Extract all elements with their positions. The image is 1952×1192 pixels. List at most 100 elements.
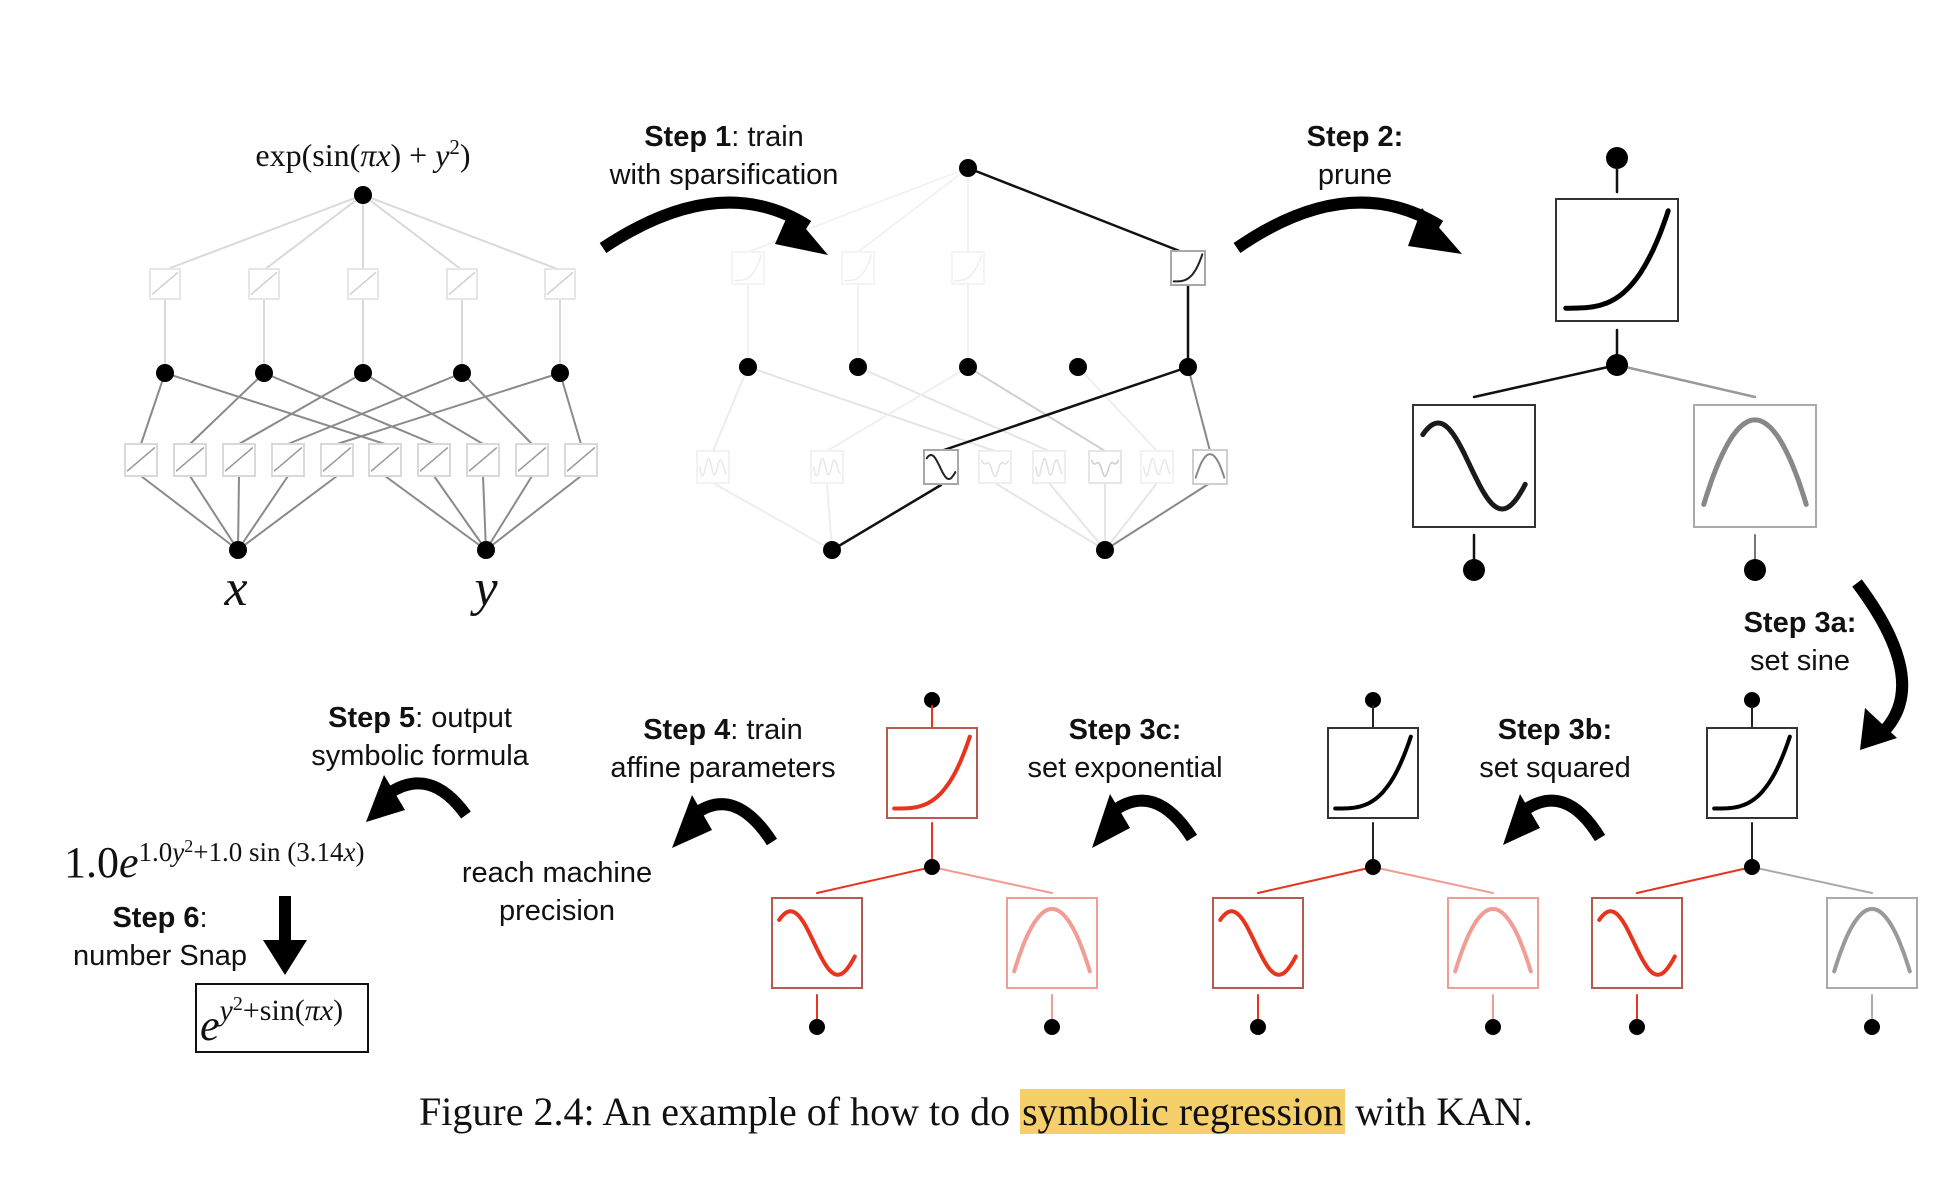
sparsified-kan-network (696, 159, 1228, 559)
hidden-node-3 (1069, 358, 1087, 376)
output-node (1744, 692, 1760, 708)
edge-faint (1077, 366, 1158, 452)
edge-faint (994, 482, 1106, 551)
activation-curve-lin (126, 447, 156, 472)
step4-desc: affine parameters (610, 752, 835, 784)
step5-label: Step 5: output (328, 702, 512, 734)
caption-highlight: symbolic regression (1020, 1089, 1346, 1134)
arrow-shaft (384, 777, 471, 819)
activation-curve-sqUp (1832, 907, 1912, 974)
hidden-node-2 (354, 364, 372, 382)
edge-left (1472, 363, 1619, 399)
activation-exp (1706, 727, 1798, 819)
activation-frame (1327, 727, 1419, 819)
activation-frame (1088, 450, 1122, 484)
activation-in-active-sine (923, 449, 959, 485)
activation-curve-wiggle (1034, 457, 1064, 477)
arrow-head (672, 795, 712, 848)
activation-square (1006, 897, 1098, 989)
activation-frame (1006, 897, 1098, 989)
step6-label: Step 6: (112, 902, 207, 934)
activation-frame (1447, 897, 1539, 989)
arrow-step6-head (263, 940, 307, 975)
step3c-desc: set exponential (1027, 752, 1222, 784)
edge-out-strong (966, 166, 1184, 254)
output-node (354, 186, 372, 204)
input-x-label: x (223, 560, 247, 617)
arrow-shaft (1233, 196, 1444, 253)
edge-hidden-lower (362, 372, 484, 445)
edge-hidden-lower (140, 372, 166, 445)
step4-note-line1: reach machine (462, 857, 652, 889)
activation-square (1693, 404, 1817, 528)
edge-faint (747, 366, 996, 452)
edge-faint (967, 366, 1106, 452)
activation-in-faint-5 (1088, 450, 1122, 484)
edge-right (1751, 866, 1873, 894)
arrow-step3b (1503, 794, 1606, 845)
edge-faint (712, 482, 833, 551)
activation-curve-dbl (980, 459, 1010, 478)
activation-out-faint-2 (951, 251, 985, 285)
input-node-y (1096, 541, 1114, 559)
edge-faint (1104, 482, 1158, 551)
activation-frame (1591, 897, 1683, 989)
tree-set-squared (1212, 692, 1539, 1035)
edge-out (164, 194, 364, 271)
activation-out-active (1170, 250, 1206, 286)
activation-in-faint-4 (1032, 450, 1066, 484)
edge-right (931, 866, 1053, 894)
activation-curve-dbl (1090, 459, 1120, 478)
step1-label: Step 1: train (644, 121, 804, 153)
activation-frame (978, 450, 1012, 484)
activation-square (1826, 897, 1918, 989)
activation-curve-lin (468, 447, 498, 472)
activation-curve-sine (1597, 909, 1677, 977)
arrow-head (1092, 794, 1130, 848)
activation-frame (1555, 198, 1679, 322)
arrow-step3a (1852, 579, 1909, 750)
edge-input (189, 475, 239, 551)
activation-out-faint-0 (731, 251, 765, 285)
edge-out-faint (857, 167, 969, 253)
arrow-shaft (1518, 794, 1606, 842)
edge-strong (830, 483, 943, 552)
activation-exp (886, 727, 978, 819)
activation-curve-sine (1218, 909, 1298, 977)
caption-suffix: with KAN. (1345, 1089, 1533, 1134)
activation-out-faint-1 (841, 251, 875, 285)
input-node-y (477, 541, 495, 559)
activation-curve-lin (349, 271, 377, 295)
input-node-x (1463, 559, 1485, 581)
final-formula-box (195, 983, 369, 1053)
hidden-node-1 (255, 364, 273, 382)
hidden-node-0 (156, 364, 174, 382)
activation-curve-sine (777, 909, 857, 977)
activation-in-faint-6 (1140, 450, 1174, 484)
edge-hidden-lower (461, 372, 533, 445)
hidden-node-4 (1179, 358, 1197, 376)
figure-caption: Figure 2.4: An example of how to do symb… (0, 1088, 1952, 1135)
edge-hidden-lower (238, 372, 364, 445)
activation-in-square (1192, 449, 1228, 485)
activation-in-faint-1 (810, 450, 844, 484)
edge-input (485, 475, 533, 551)
activation-exp (1327, 727, 1419, 819)
arrow-step3c (1092, 794, 1198, 848)
step-arrows (263, 196, 1909, 975)
activation-out-1 (248, 268, 280, 300)
input-node-y (1864, 1019, 1880, 1035)
arrow-shaft (599, 196, 812, 253)
arrow-step6-shaft (279, 896, 291, 944)
activation-curve-exp (733, 254, 763, 282)
arrow-head (775, 210, 828, 255)
activation-curve-sqUp (1453, 907, 1533, 974)
activation-in-3 (271, 443, 305, 477)
activation-curve-wiggle (698, 457, 728, 477)
edge-left (1636, 866, 1753, 894)
step3a-desc: set sine (1750, 645, 1850, 677)
target-formula: exp(sin(πx) + y2) (255, 135, 470, 173)
edge-input (485, 475, 582, 551)
activation-in-9 (564, 443, 598, 477)
hidden-node (1365, 859, 1381, 875)
